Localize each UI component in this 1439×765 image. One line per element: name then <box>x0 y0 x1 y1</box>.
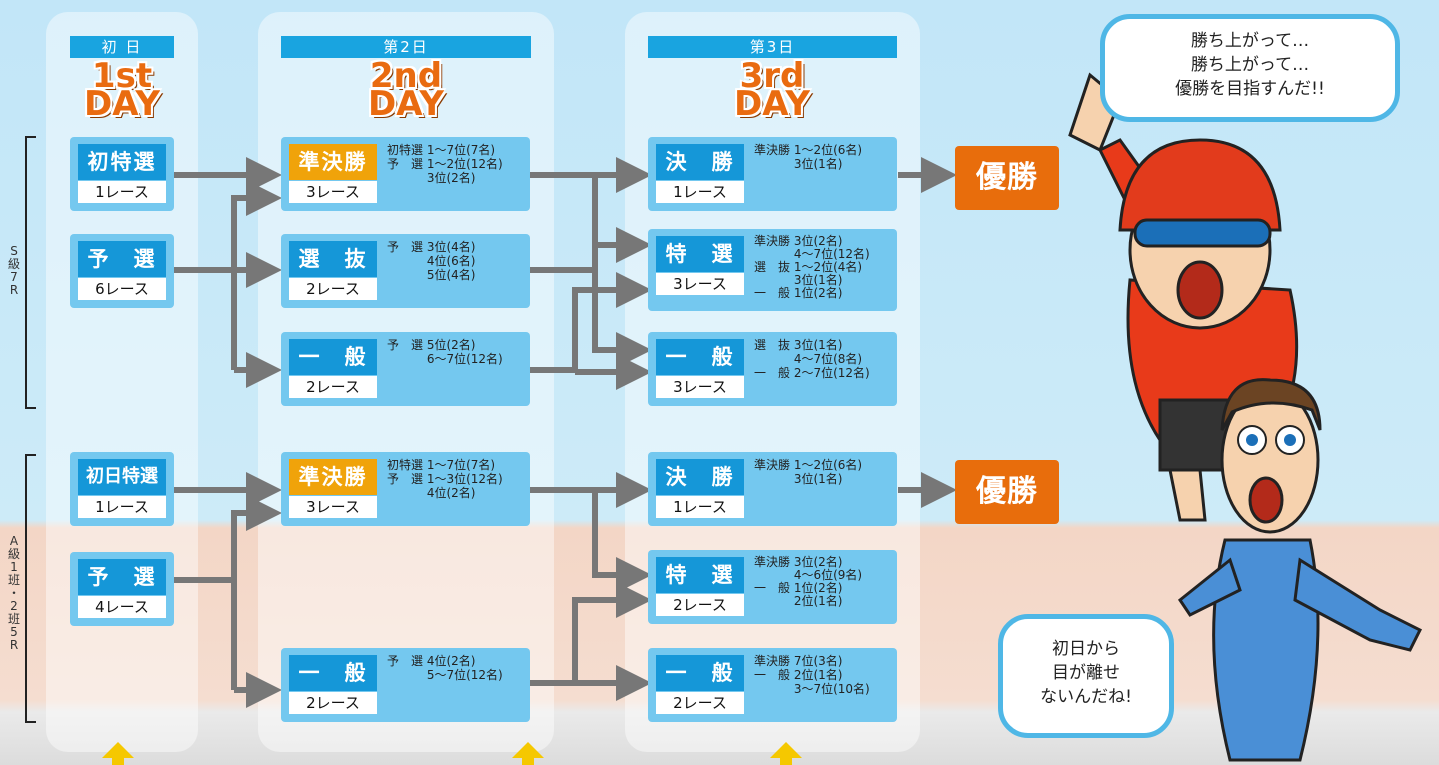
race-name: 一 般 <box>289 655 377 691</box>
race-name: 準決勝 <box>289 144 377 180</box>
race-count: 2レース <box>656 692 744 714</box>
race-count: 2レース <box>289 278 377 300</box>
day1-title: 1st DAY <box>84 56 160 124</box>
a-day1-tokusen-box: 初日特選 1レース <box>70 452 174 526</box>
race-name: 特 選 <box>656 236 744 272</box>
advance-notes: 選 抜 3位(1名) 4〜7位(8名) 一 般 2〜7位(12名) <box>754 338 870 380</box>
race-count: 2レース <box>289 692 377 714</box>
race-name: 決 勝 <box>656 459 744 495</box>
day3-label: 第3日 <box>648 36 897 58</box>
race-name: 初日特選 <box>78 459 166 495</box>
race-name: 初特選 <box>78 144 166 180</box>
day1-column <box>46 12 198 752</box>
advance-notes: 準決勝 3位(2名) 4〜7位(12名) 選 抜 1〜2位(4名) 3位(1名)… <box>754 234 870 300</box>
race-count: 3レース <box>656 273 744 295</box>
day2-title: 2nd DAY <box>368 56 444 124</box>
s-day3-tokusen-box: 特 選 3レース 準決勝 3位(2名) 4〜7位(12名) 選 抜 1〜2位(4… <box>648 229 897 311</box>
race-name: 一 般 <box>656 339 744 375</box>
a-day2-ippan-box: 一 般 2レース 予 選 4位(2名) 5〜7位(12名) <box>281 648 530 722</box>
race-count: 2レース <box>289 376 377 398</box>
advance-notes: 準決勝 7位(3名) 一 般 2位(1名) 3〜7位(10名) <box>754 654 870 696</box>
race-name: 予 選 <box>78 241 166 277</box>
race-name: 予 選 <box>78 559 166 595</box>
race-count: 3レース <box>289 496 377 518</box>
advance-notes: 初特選 1〜7位(7名) 予 選 1〜3位(12名) 4位(2名) <box>387 458 503 500</box>
race-count: 4レース <box>78 596 166 618</box>
speech-bubble-top: 勝ち上がって… 勝ち上がって… 優勝を目指すんだ!! <box>1100 14 1400 122</box>
speech-bubble-bottom: 初日から 目が離せ ないんだね! <box>998 614 1174 738</box>
s-class-label: S 級 7 R <box>7 244 20 297</box>
race-name: 選 抜 <box>289 241 377 277</box>
advance-notes: 予 選 4位(2名) 5〜7位(12名) <box>387 654 503 682</box>
a-winner-label: 優勝 <box>955 460 1059 524</box>
race-name: 決 勝 <box>656 144 744 180</box>
race-name: 準決勝 <box>289 459 377 495</box>
race-count: 1レース <box>656 496 744 518</box>
s-day1-yosen-box: 予 選 6レース <box>70 234 174 308</box>
race-count: 2レース <box>656 594 744 616</box>
a-day3-ippan-box: 一 般 2レース 準決勝 7位(3名) 一 般 2位(1名) 3〜7位(10名) <box>648 648 897 722</box>
advance-notes: 予 選 5位(2名) 6〜7位(12名) <box>387 338 503 366</box>
race-count: 1レース <box>78 181 166 203</box>
race-count: 1レース <box>656 181 744 203</box>
s-day2-senbatsu-box: 選 抜 2レース 予 選 3位(4名) 4位(6名) 5位(4名) <box>281 234 530 308</box>
race-count: 3レース <box>656 376 744 398</box>
day2-label: 第2日 <box>281 36 531 58</box>
advance-notes: 初特選 1〜7位(7名) 予 選 1〜2位(12名) 3位(2名) <box>387 143 503 185</box>
s-day3-kessho-box: 決 勝 1レース 準決勝 1〜2位(6名) 3位(1名) <box>648 137 897 211</box>
advance-notes: 準決勝 1〜2位(6名) 3位(1名) <box>754 143 863 171</box>
race-count: 3レース <box>289 181 377 203</box>
a-day2-junkessho-box: 準決勝 3レース 初特選 1〜7位(7名) 予 選 1〜3位(12名) 4位(2… <box>281 452 530 526</box>
advance-notes: 予 選 3位(4名) 4位(6名) 5位(4名) <box>387 240 476 282</box>
race-name: 一 般 <box>656 655 744 691</box>
s-day2-ippan-box: 一 般 2レース 予 選 5位(2名) 6〜7位(12名) <box>281 332 530 406</box>
advance-notes: 準決勝 1〜2位(6名) 3位(1名) <box>754 458 863 486</box>
race-name: 一 般 <box>289 339 377 375</box>
a-day1-yosen-box: 予 選 4レース <box>70 552 174 626</box>
race-count: 1レース <box>78 496 166 518</box>
s-day3-ippan-box: 一 般 3レース 選 抜 3位(1名) 4〜7位(8名) 一 般 2〜7位(12… <box>648 332 897 406</box>
race-count: 6レース <box>78 278 166 300</box>
day3-title: 3rd DAY <box>734 56 810 124</box>
s-day1-tokusen-box: 初特選 1レース <box>70 137 174 211</box>
a-class-label: A 級 1 班 ・ 2 班 5 R <box>7 534 20 652</box>
race-name: 特 選 <box>656 557 744 593</box>
advance-notes: 準決勝 3位(2名) 4〜6位(9名) 一 般 1位(2名) 2位(1名) <box>754 555 863 608</box>
a-day3-tokusen-box: 特 選 2レース 準決勝 3位(2名) 4〜6位(9名) 一 般 1位(2名) … <box>648 550 897 624</box>
s-day2-junkessho-box: 準決勝 3レース 初特選 1〜7位(7名) 予 選 1〜2位(12名) 3位(2… <box>281 137 530 211</box>
s-winner-label: 優勝 <box>955 146 1059 210</box>
a-day3-kessho-box: 決 勝 1レース 準決勝 1〜2位(6名) 3位(1名) <box>648 452 897 526</box>
day1-label: 初 日 <box>70 36 174 58</box>
